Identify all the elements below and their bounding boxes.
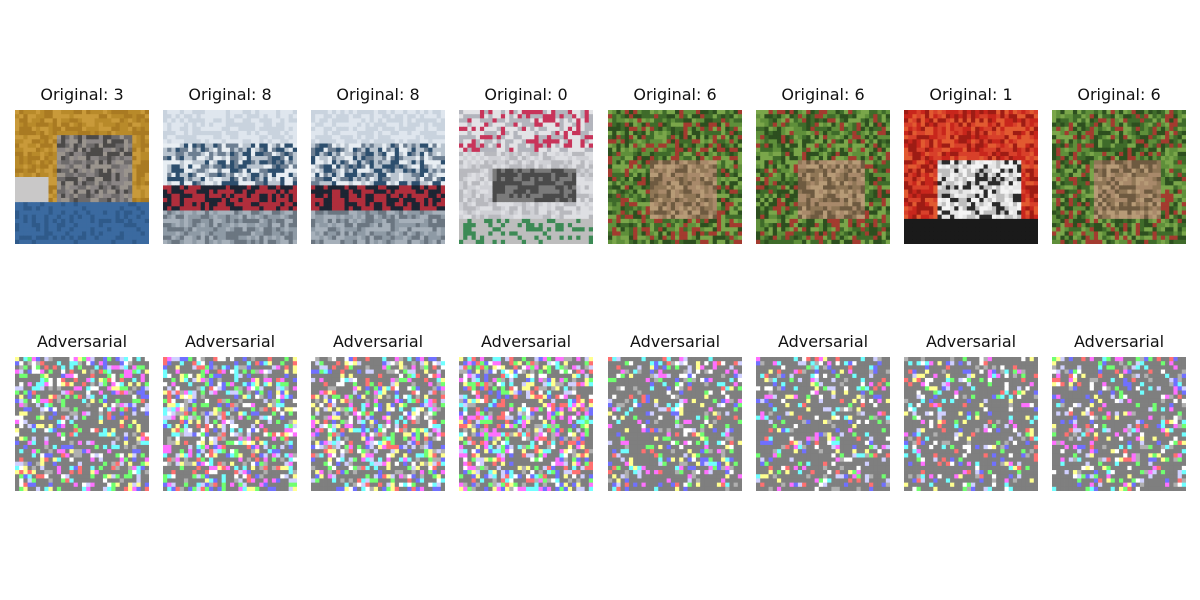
adversarial-noise-ship bbox=[163, 357, 297, 491]
original-image bbox=[311, 110, 445, 244]
adversarial-image bbox=[756, 357, 890, 491]
adversarial-title: Adversarial bbox=[925, 332, 1017, 351]
adversarial-image bbox=[459, 357, 593, 491]
original-image bbox=[459, 110, 593, 244]
original-image bbox=[608, 110, 742, 244]
original-image bbox=[904, 110, 1038, 244]
adversarial-image bbox=[904, 357, 1038, 491]
adversarial-noise-airplane bbox=[459, 357, 593, 491]
adversarial-image bbox=[311, 357, 445, 491]
ship-photo bbox=[311, 110, 445, 244]
adversarial-title: Adversarial bbox=[629, 332, 721, 351]
adversarial-title: Adversarial bbox=[332, 332, 424, 351]
adversarial-image bbox=[608, 357, 742, 491]
frog-photo bbox=[608, 110, 742, 244]
original-title: Original: 6 bbox=[633, 85, 717, 104]
original-title: Original: 1 bbox=[929, 85, 1013, 104]
adversarial-title: Adversarial bbox=[777, 332, 869, 351]
adversarial-noise-car bbox=[904, 357, 1038, 491]
adversarial-image bbox=[1052, 357, 1186, 491]
original-image bbox=[1052, 110, 1186, 244]
original-title: Original: 6 bbox=[781, 85, 865, 104]
adversarial-noise-frog bbox=[1052, 357, 1186, 491]
frog-photo bbox=[756, 110, 890, 244]
adversarial-title: Adversarial bbox=[184, 332, 276, 351]
original-title: Original: 6 bbox=[1077, 85, 1161, 104]
adversarial-noise-ship bbox=[311, 357, 445, 491]
adversarial-image bbox=[15, 357, 149, 491]
cat-photo bbox=[15, 110, 149, 244]
original-title: Original: 8 bbox=[336, 85, 420, 104]
original-title: Original: 3 bbox=[40, 85, 124, 104]
original-image bbox=[756, 110, 890, 244]
original-image bbox=[163, 110, 297, 244]
adversarial-title: Adversarial bbox=[1073, 332, 1165, 351]
original-title: Original: 0 bbox=[484, 85, 568, 104]
original-image bbox=[15, 110, 149, 244]
original-title: Original: 8 bbox=[188, 85, 272, 104]
car-photo bbox=[904, 110, 1038, 244]
adversarial-noise-cat bbox=[15, 357, 149, 491]
adversarial-title: Adversarial bbox=[36, 332, 128, 351]
ship-photo bbox=[163, 110, 297, 244]
adversarial-noise-frog bbox=[756, 357, 890, 491]
frog-photo bbox=[1052, 110, 1186, 244]
adversarial-noise-frog bbox=[608, 357, 742, 491]
airplane-poster-photo bbox=[459, 110, 593, 244]
adversarial-image bbox=[163, 357, 297, 491]
adversarial-title: Adversarial bbox=[480, 332, 572, 351]
